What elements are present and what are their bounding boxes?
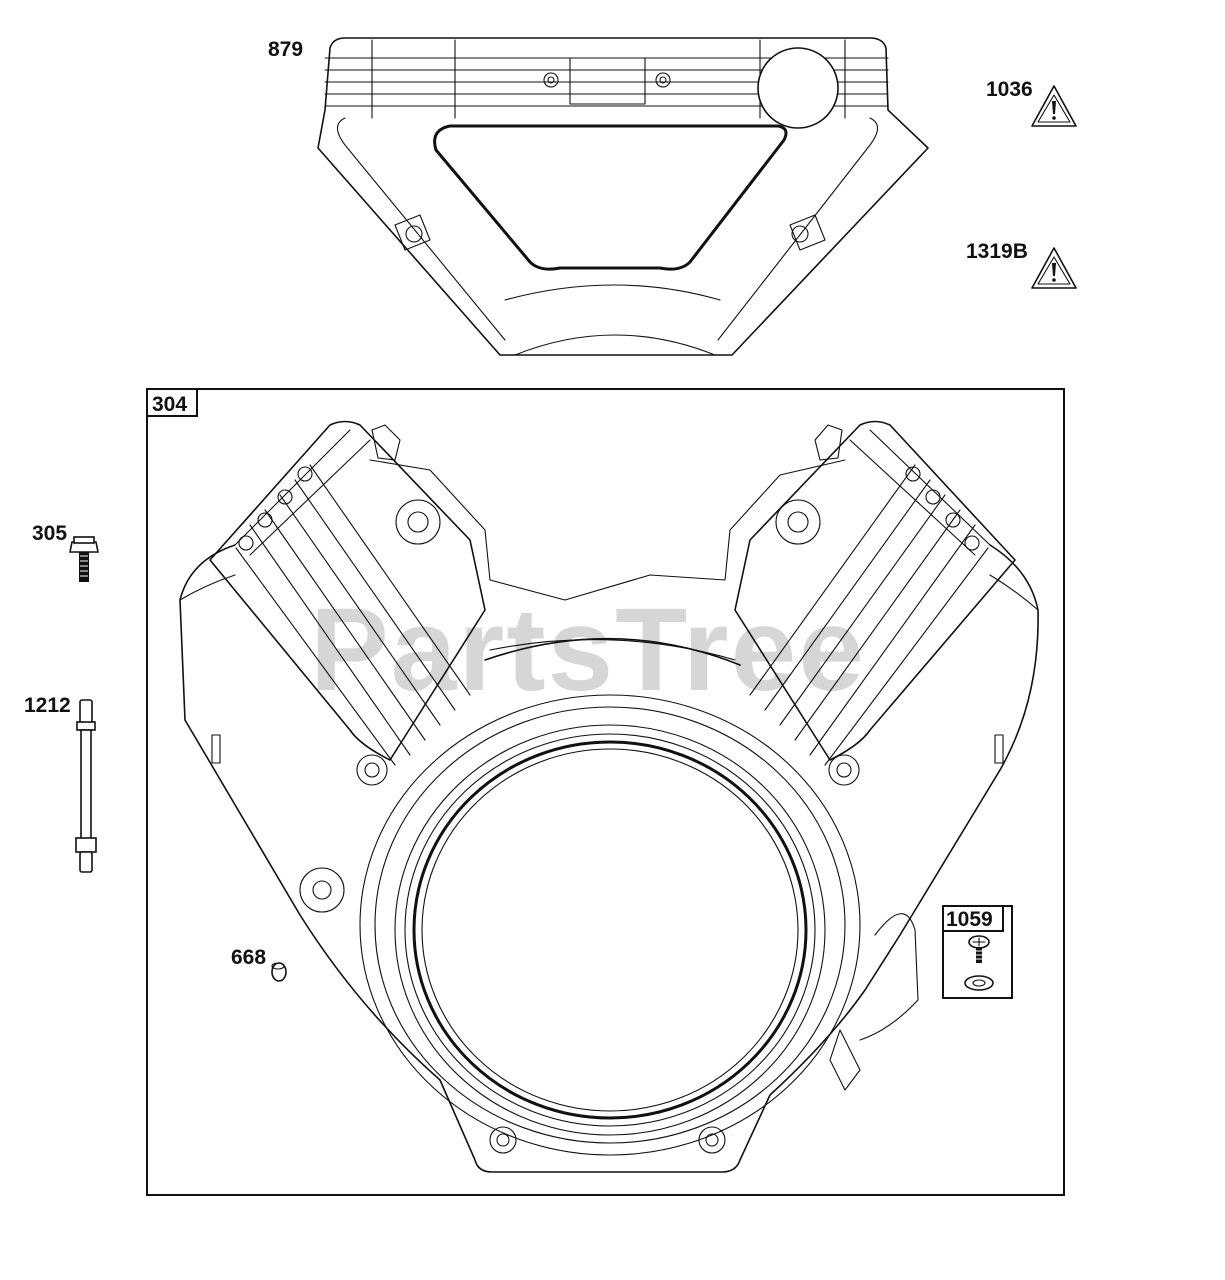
part-304-blower-housing[interactable] xyxy=(179,420,1039,1173)
label-305[interactable]: 305 xyxy=(32,522,67,545)
label-1059-box xyxy=(942,905,1004,932)
part-668-dowel[interactable] xyxy=(271,962,287,982)
part-304-frame xyxy=(146,388,1065,1196)
label-668[interactable]: 668 xyxy=(231,946,266,969)
label-304[interactable]: 304 xyxy=(152,393,187,416)
part-305-bolt[interactable] xyxy=(69,536,99,582)
part-1212-stud[interactable] xyxy=(75,699,97,873)
warning-triangle-icon xyxy=(1031,85,1077,127)
part-1059-screw-and-washer[interactable] xyxy=(964,935,994,991)
label-1059[interactable]: 1059 xyxy=(946,908,993,931)
watermark: PartsTree xyxy=(310,584,866,716)
warning-triangle-icon xyxy=(1031,247,1077,289)
part-879-head-cover[interactable] xyxy=(317,37,929,356)
label-304-box xyxy=(146,388,198,417)
label-1319b[interactable]: 1319B xyxy=(966,240,1028,263)
label-1212[interactable]: 1212 xyxy=(24,694,71,717)
label-879[interactable]: 879 xyxy=(268,38,303,61)
label-1036[interactable]: 1036 xyxy=(986,78,1033,101)
